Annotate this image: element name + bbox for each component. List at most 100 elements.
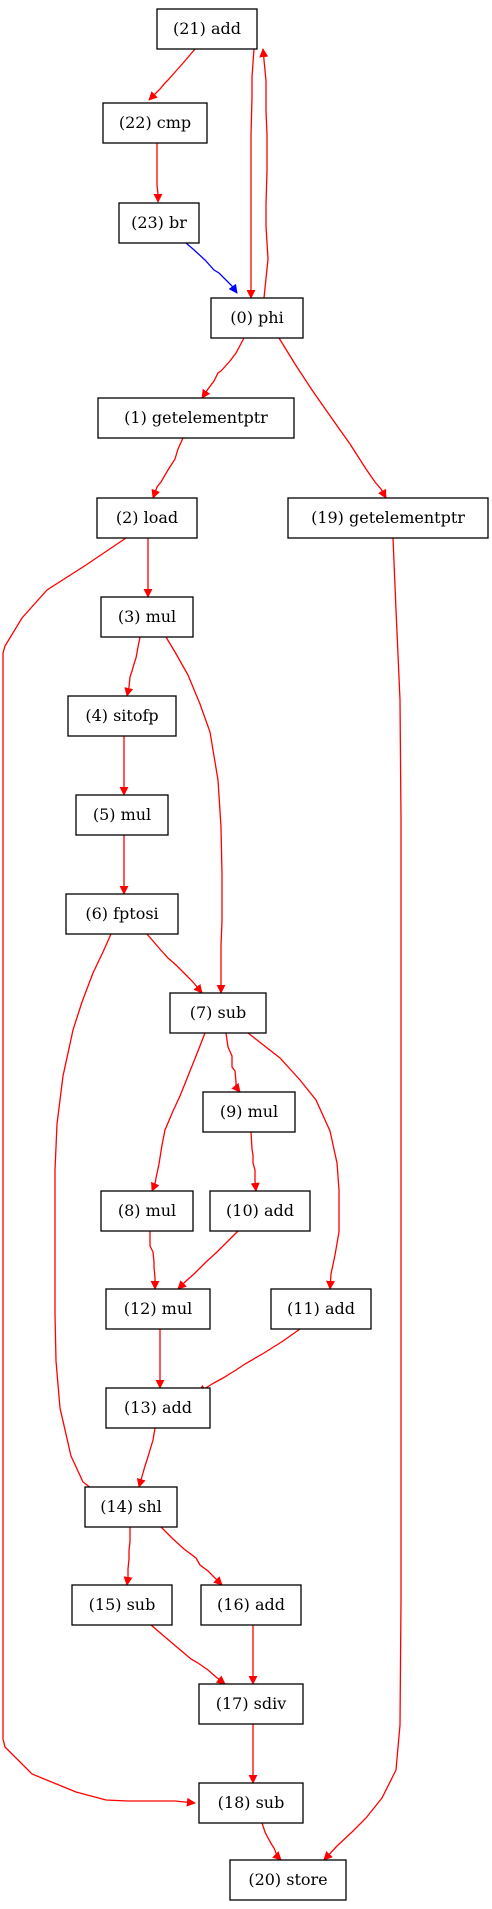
node-label: (20) store bbox=[248, 1870, 327, 1889]
node-label: (9) mul bbox=[220, 1102, 278, 1121]
edge-n11-to-n13 bbox=[197, 1328, 301, 1394]
edge-n7-to-n8 bbox=[151, 1032, 206, 1192]
edge-line bbox=[160, 1526, 223, 1586]
node-label: (23) br bbox=[131, 213, 187, 232]
edges-layer bbox=[2, 48, 402, 1861]
node-box bbox=[229, 1859, 347, 1901]
node-n13: (13) add bbox=[105, 1387, 211, 1429]
node-box bbox=[75, 794, 169, 836]
nodes-layer: (21) add (22) cmp (23) br (0) phi (1) getele… bbox=[65, 8, 489, 1901]
node-label: (13) add bbox=[124, 1398, 192, 1417]
edge-n19-to-n20 bbox=[323, 537, 402, 1861]
node-n18: (18) sub bbox=[198, 1782, 304, 1824]
node-label: (0) phi bbox=[230, 308, 283, 327]
node-label: (21) add bbox=[173, 19, 241, 38]
node-n7: (7) sub bbox=[169, 992, 267, 1034]
node-box bbox=[67, 695, 177, 737]
node-box bbox=[200, 1584, 302, 1626]
node-box bbox=[287, 497, 489, 539]
edge-n22-to-n23 bbox=[153, 143, 163, 203]
node-box bbox=[270, 1288, 372, 1330]
node-box bbox=[65, 893, 179, 935]
node-box bbox=[202, 1091, 296, 1133]
node-n19: (19) getelementptr bbox=[287, 497, 489, 539]
edge-line bbox=[250, 1131, 260, 1192]
node-box bbox=[169, 992, 267, 1034]
edge-line bbox=[246, 48, 256, 299]
node-n10: (10) add bbox=[209, 1190, 311, 1232]
edge-n0-to-n21 bbox=[259, 48, 269, 299]
edge-line bbox=[259, 48, 269, 299]
edge-line bbox=[150, 1624, 226, 1685]
edge-n7-to-n9 bbox=[225, 1032, 241, 1093]
edge-line bbox=[225, 1032, 241, 1093]
edge-line bbox=[123, 1527, 133, 1586]
node-n14: (14) shl bbox=[84, 1486, 178, 1528]
node-label: (12) mul bbox=[124, 1299, 193, 1318]
node-box bbox=[105, 1288, 211, 1330]
node-n3: (3) mul bbox=[100, 596, 194, 638]
edge-line bbox=[146, 933, 203, 994]
edge-line bbox=[153, 143, 163, 203]
edge-line bbox=[197, 1328, 301, 1394]
node-n12: (12) mul bbox=[105, 1288, 211, 1330]
edge-n9-to-n10 bbox=[250, 1131, 260, 1192]
node-box bbox=[118, 202, 200, 244]
node-box bbox=[209, 1190, 311, 1232]
node-n22: (22) cmp bbox=[102, 102, 208, 144]
edge-line bbox=[201, 337, 245, 399]
node-label: (18) sub bbox=[218, 1793, 285, 1812]
edge-n14-to-n16 bbox=[160, 1526, 223, 1586]
edge-n2-to-n18 bbox=[2, 537, 196, 1807]
node-label: (2) load bbox=[116, 508, 178, 527]
edge-n10-to-n12 bbox=[177, 1230, 239, 1290]
edge-n6-to-n7 bbox=[146, 933, 203, 994]
edge-line bbox=[278, 337, 387, 499]
node-n4: (4) sitofp bbox=[67, 695, 177, 737]
node-n16: (16) add bbox=[200, 1584, 302, 1626]
node-n21: (21) add bbox=[156, 8, 258, 50]
node-box bbox=[102, 102, 208, 144]
node-n17: (17) sdiv bbox=[198, 1683, 304, 1725]
node-label: (10) add bbox=[226, 1201, 294, 1220]
edge-line bbox=[124, 636, 141, 697]
node-box bbox=[105, 1387, 211, 1429]
node-label: (1) getelementptr bbox=[124, 408, 268, 427]
edge-n0-to-n19 bbox=[278, 337, 387, 499]
node-n8: (8) mul bbox=[100, 1190, 194, 1232]
node-box bbox=[100, 596, 194, 638]
node-box bbox=[97, 397, 295, 439]
node-n6: (6) fptosi bbox=[65, 893, 179, 935]
node-box bbox=[100, 1190, 194, 1232]
node-label: (11) add bbox=[287, 1299, 355, 1318]
edge-n15-to-n17 bbox=[150, 1624, 226, 1685]
edge-n14-to-n15 bbox=[123, 1527, 133, 1586]
node-label: (19) getelementptr bbox=[311, 508, 465, 527]
edge-line bbox=[323, 537, 402, 1861]
node-label: (16) add bbox=[217, 1595, 285, 1614]
edge-n21-to-n22 bbox=[148, 48, 196, 101]
edge-line bbox=[165, 636, 226, 994]
edge-line bbox=[261, 1822, 282, 1861]
node-box bbox=[156, 8, 258, 50]
edge-n1-to-n2 bbox=[151, 437, 184, 499]
edge-n0-to-n1 bbox=[201, 337, 245, 399]
edge-line bbox=[136, 1427, 156, 1488]
node-box bbox=[96, 497, 198, 539]
node-n9: (9) mul bbox=[202, 1091, 296, 1133]
node-box bbox=[84, 1486, 178, 1528]
edge-n23-to-n0 bbox=[185, 242, 238, 294]
node-label: (4) sitofp bbox=[85, 706, 158, 725]
edge-n13-to-n14 bbox=[136, 1427, 156, 1488]
edge-line bbox=[247, 1032, 340, 1290]
node-n15: (15) sub bbox=[71, 1584, 173, 1626]
node-n5: (5) mul bbox=[75, 794, 169, 836]
node-label: (22) cmp bbox=[119, 113, 191, 132]
node-n2: (2) load bbox=[96, 497, 198, 539]
node-box bbox=[71, 1584, 173, 1626]
node-n11: (11) add bbox=[270, 1288, 372, 1330]
node-label: (7) sub bbox=[190, 1003, 247, 1022]
edge-line bbox=[151, 1032, 206, 1192]
edge-n3-to-n4 bbox=[124, 636, 141, 697]
